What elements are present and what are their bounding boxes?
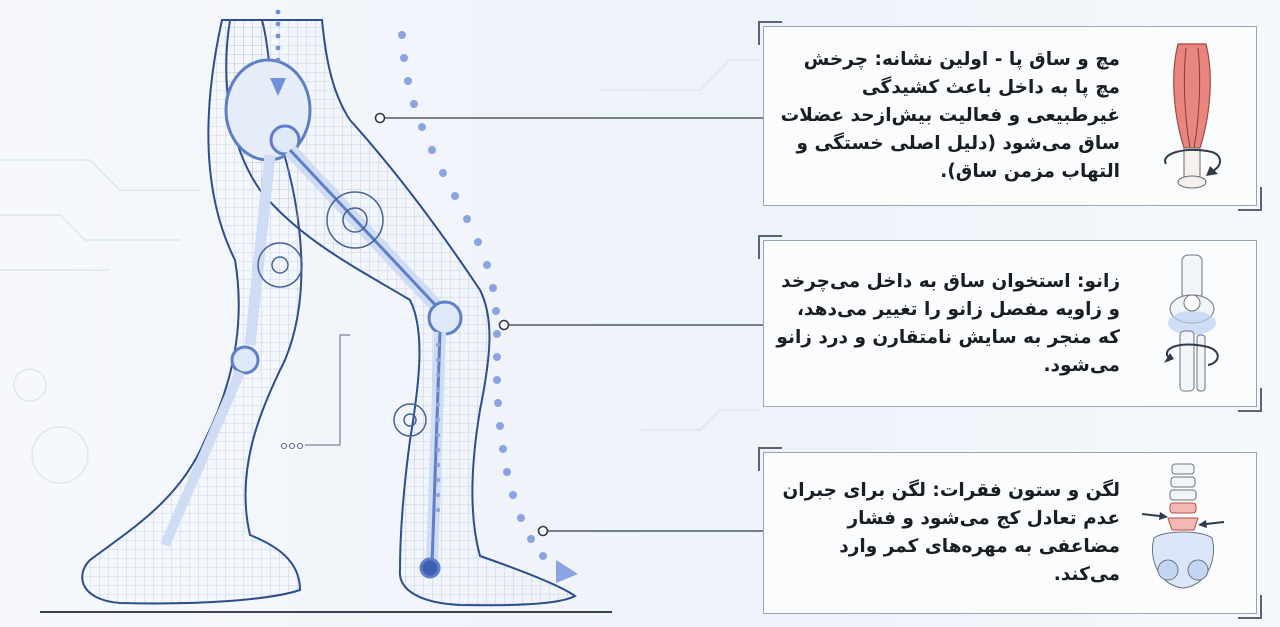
callout-ankle-shin: مچ و ساق پا - اولین نشانه: چرخش مچ پا به… [758,21,1262,211]
callout-pelvis-spine-text: لگن و ستون فقرات: لگن برای جبران عدم تعا… [782,480,1120,585]
vertical-dotted-arrow [270,9,286,96]
callout-knee: زانو: استخوان ساق به داخل می‌چرخد و زاوی… [758,235,1262,412]
hud-marker [281,334,350,449]
circuit-background [0,59,760,484]
callout-ankle-shin-text: مچ و ساق پا - اولین نشانه: چرخش مچ پا به… [780,49,1120,182]
knee-joint-icon [1164,254,1219,391]
callout-pelvis-spine: لگن و ستون فقرات: لگن برای جبران عدم تعا… [758,447,1262,619]
connector-dot-knee [498,319,510,331]
skeleton [160,58,463,579]
connector-dot-ankle [374,112,386,124]
mechanical-gears [257,191,427,437]
connector-lines [374,112,763,537]
callout-knee-text: زانو: استخوان ساق به داخل می‌چرخد و زاوی… [776,270,1120,376]
shin-dotted-line [435,342,441,513]
connector-dot-pelvis [537,525,549,537]
curved-dotted-arrow [398,31,578,583]
calf-muscle-icon [1164,43,1221,189]
pelvis-spine-icon [1141,463,1225,589]
